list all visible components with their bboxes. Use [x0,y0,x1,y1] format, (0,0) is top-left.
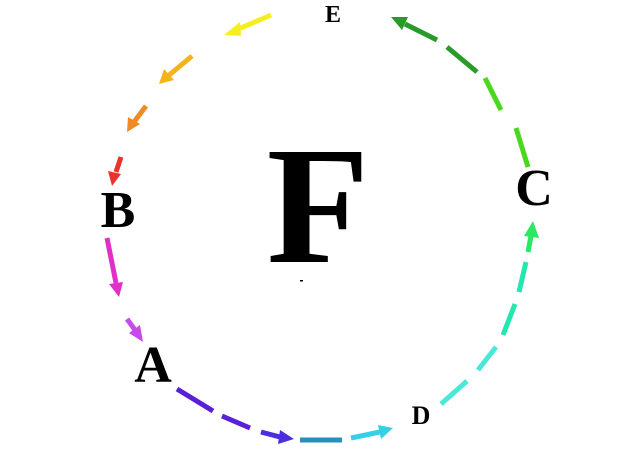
node-e-label: E [325,2,341,28]
arrow-segment [391,17,439,43]
arrow-c-to-e [391,17,531,168]
arrow-segment [350,425,393,441]
center-label: F [267,113,370,299]
arrow-e-to-b [108,12,272,186]
arrow-segment [500,303,518,336]
arrow-segment [439,379,469,406]
arrow-segment [175,386,215,414]
arrow-segment [159,54,194,84]
arrow-a-to-d [175,386,393,444]
arrow-segment [124,317,143,342]
node-a-label: A [134,337,172,394]
arrow-segment [104,237,123,297]
node-c-label: C [515,160,553,217]
arrow-segment [221,413,251,431]
arrow-segment [224,12,272,36]
arrow-d-to-c [439,221,539,406]
arrow-segment [127,104,148,132]
arrow-segment [476,345,498,372]
node-d-label: D [412,401,431,430]
arrow-segment [516,261,529,293]
arrow-segment [445,45,479,74]
arrow-b-to-a [104,237,143,342]
node-b-label: B [101,182,136,239]
stray-mark [300,280,303,282]
arrow-segment [524,221,539,253]
arrow-segment [260,429,294,444]
arrow-segment [513,127,531,168]
arrow-segment [482,76,504,112]
arrow-segment [108,156,124,186]
